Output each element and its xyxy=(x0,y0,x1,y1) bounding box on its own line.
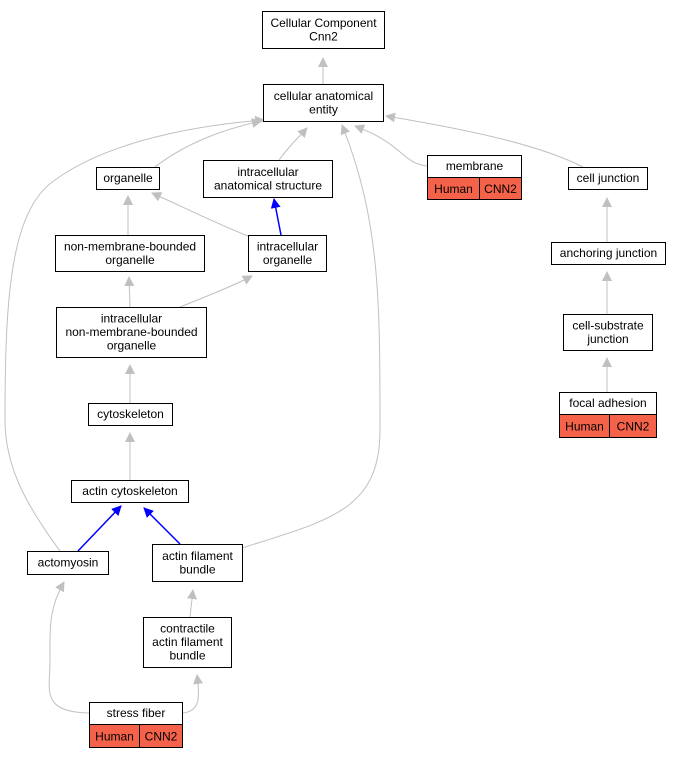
edge-afb-to-cae xyxy=(241,124,381,549)
edge-actomyosin-to-cae xyxy=(4,115,265,552)
edge-cafb-to-afb xyxy=(187,589,197,618)
edge-layer xyxy=(4,57,612,714)
gene-tag-box xyxy=(139,724,183,748)
species-tag: Human xyxy=(434,182,473,196)
edge-sf-to-actomyosin xyxy=(48,581,90,714)
node-label-line: non-membrane-bounded xyxy=(64,239,196,253)
node-label-line: intracellular xyxy=(101,312,162,326)
node-label-line: non-membrane-bounded xyxy=(65,325,197,339)
edge-io-to-ias xyxy=(270,198,282,236)
node-box xyxy=(262,11,385,49)
edge-sf-to-cafb xyxy=(181,674,204,714)
node-label-line: organelle xyxy=(103,171,153,185)
node-label-line: cell-substrate xyxy=(572,318,644,332)
node-box xyxy=(143,617,232,668)
node-box xyxy=(203,160,333,198)
gene-tag-box xyxy=(479,177,522,200)
node-label-line: intracellular xyxy=(237,165,298,179)
node-box xyxy=(563,314,653,351)
edge-inmbo-to-io xyxy=(179,275,253,308)
species-tag: Human xyxy=(565,420,604,434)
gene-tag: CNN2 xyxy=(617,420,650,434)
node-label-line: organelle xyxy=(263,253,313,267)
node-label-line: actin cytoskeleton xyxy=(82,484,177,498)
node-label-line: Cnn2 xyxy=(309,29,338,43)
edge-inmbo-to-nmbo xyxy=(124,276,135,308)
node-box xyxy=(27,551,109,575)
node-label-line: contractile xyxy=(160,622,215,636)
node-box xyxy=(568,167,648,190)
node-label-line: actin filament xyxy=(152,635,223,649)
gene-tag: CNN2 xyxy=(145,730,178,744)
node-acyto[interactable]: actin cytoskeleton xyxy=(71,480,189,503)
node-cyto[interactable]: cytoskeleton xyxy=(88,403,173,426)
node-actomyosin[interactable]: actomyosin xyxy=(27,551,109,575)
node-box xyxy=(96,167,160,190)
gene-tag: CNN2 xyxy=(484,182,517,196)
node-label-line: cell junction xyxy=(577,171,640,185)
node-label-line: anchoring junction xyxy=(560,246,657,260)
node-label-line: cellular anatomical xyxy=(274,89,373,103)
node-label-line: Cellular Component xyxy=(270,16,377,30)
node-organelle[interactable]: organelle xyxy=(96,167,160,190)
node-box xyxy=(248,235,327,272)
node-label-line: actin filament xyxy=(162,549,233,563)
node-cj[interactable]: cell junction xyxy=(568,167,648,190)
node-label-line: membrane xyxy=(446,159,504,173)
node-label-line: organelle xyxy=(105,253,155,267)
node-box xyxy=(88,403,173,426)
node-aj[interactable]: anchoring junction xyxy=(551,242,666,265)
gene-tag-box xyxy=(609,414,657,438)
node-box xyxy=(55,235,205,272)
node-box xyxy=(152,544,243,582)
node-label-line: bundle xyxy=(179,562,215,576)
edge-organelle-to-cae xyxy=(154,118,262,168)
edge-io-to-organelle xyxy=(151,192,249,237)
node-inmbo[interactable]: intracellularnon-membrane-boundedorganel… xyxy=(56,307,207,358)
node-label-line: bundle xyxy=(169,649,205,663)
edge-actomyosin-to-acyto xyxy=(77,505,122,552)
node-label-line: actomyosin xyxy=(38,556,99,570)
edge-membrane-to-cae xyxy=(354,124,428,167)
node-label-line: focal adhesion xyxy=(569,396,646,410)
node-box xyxy=(551,242,666,265)
node-box xyxy=(71,480,189,503)
edge-afb-to-acyto xyxy=(143,507,181,545)
species-tag: Human xyxy=(95,730,134,744)
node-box xyxy=(263,84,384,122)
node-box xyxy=(56,307,207,358)
node-label-line: organelle xyxy=(107,339,157,353)
node-label-line: stress fiber xyxy=(107,706,166,720)
node-label-line: entity xyxy=(309,102,338,116)
node-label-line: anatomical structure xyxy=(214,178,322,192)
node-label-line: intracellular xyxy=(257,239,318,253)
edge-cj-to-cae xyxy=(385,112,584,168)
edge-ias-to-cae xyxy=(278,127,308,161)
node-label-line: junction xyxy=(586,332,628,346)
node-label-line: cytoskeleton xyxy=(97,407,164,421)
